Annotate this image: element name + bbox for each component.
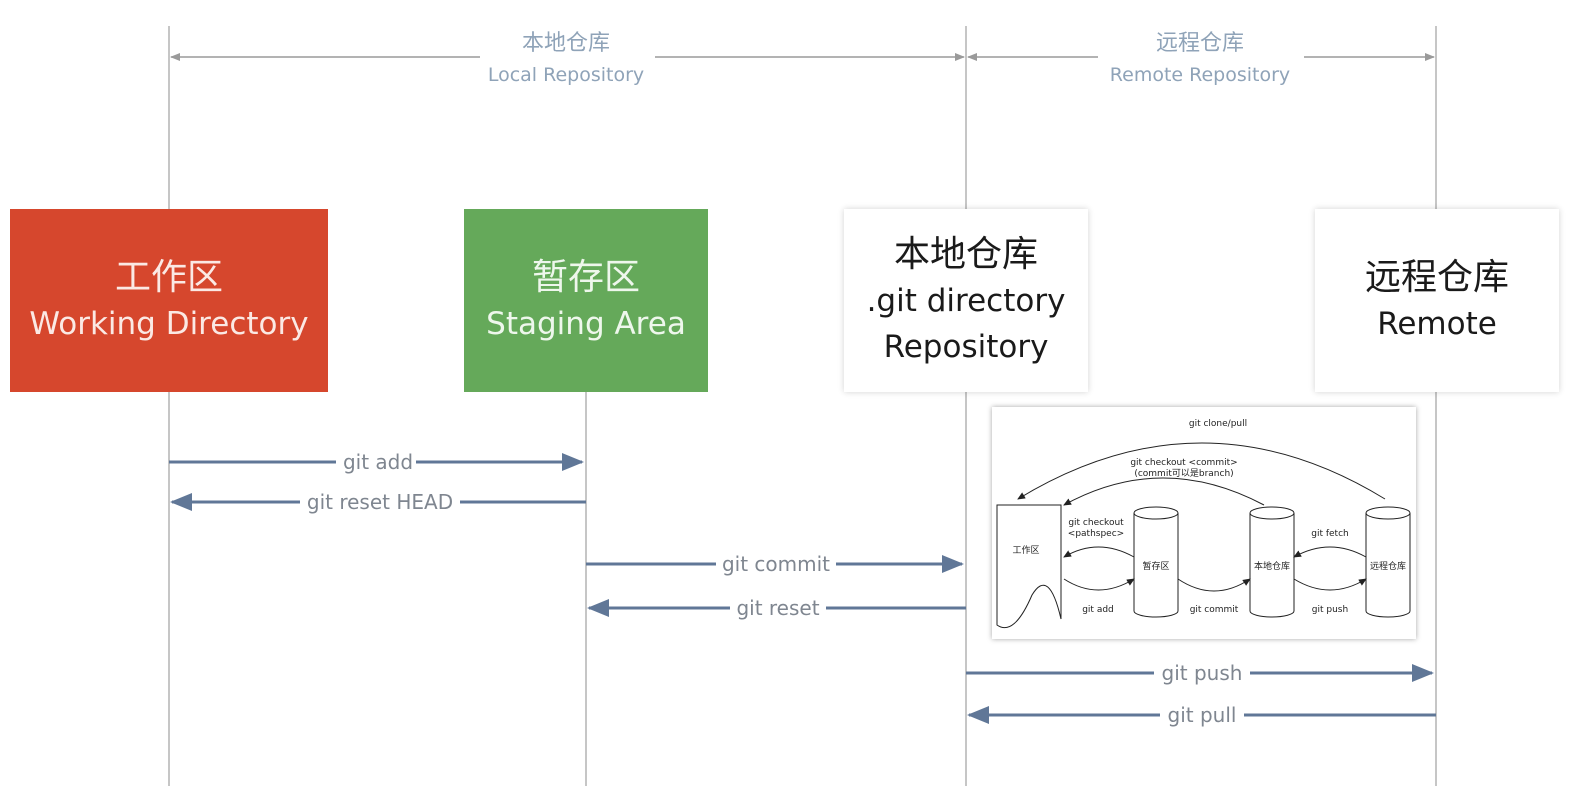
staging-area-title-en: Staging Area — [486, 305, 686, 342]
inset-commit-label: git commit — [1190, 605, 1239, 615]
git-reset-head-label: git reset HEAD — [307, 490, 453, 514]
inset-checkout-commit-label-1: git checkout <commit> — [1130, 458, 1237, 468]
remote-title-en: Remote — [1377, 305, 1497, 342]
staging-area-title-zh: 暂存区 — [531, 256, 640, 298]
inset-push-label: git push — [1312, 605, 1348, 615]
inset-add-arrow — [1063, 578, 1135, 591]
inset-fetch-arrow — [1293, 546, 1367, 558]
inset-checkout-path-label-1: git checkout — [1068, 518, 1124, 528]
inset-checkout-path-label-2: <pathspec> — [1068, 529, 1124, 539]
staging-area-box: 暂存区 Staging Area — [464, 209, 708, 392]
inset-local-label: 本地仓库 — [1254, 560, 1290, 572]
inset-push-arrow — [1293, 578, 1367, 591]
local-repository-git-dir: .git directory — [866, 282, 1066, 319]
local-repo-header-zh: 本地仓库 — [522, 31, 610, 56]
local-repository-title-en: Repository — [883, 328, 1049, 365]
git-commit-label: git commit — [722, 552, 830, 576]
inset-stage-cylinder — [1133, 506, 1179, 618]
remote-repo-header-zh: 远程仓库 — [1156, 31, 1244, 56]
git-workflow-inset-diagram: git clone/pull git checkout <commit> (co… — [992, 407, 1416, 639]
remote-repo-header-en: Remote Repository — [1110, 64, 1290, 86]
working-directory-box: 工作区 Working Directory — [10, 209, 328, 392]
inset-remote-label: 远程仓库 — [1370, 560, 1406, 572]
inset-stage-label: 暂存区 — [1142, 560, 1169, 572]
checkout-commit-arc — [1063, 477, 1265, 506]
working-directory-title-zh: 工作区 — [114, 256, 223, 298]
local-repo-header-en: Local Repository — [488, 64, 644, 86]
inset-fetch-label: git fetch — [1311, 529, 1349, 539]
inset-checkout-commit-label-2: (commit可以是branch) — [1134, 468, 1233, 479]
local-repository-box: 本地仓库 .git directory Repository — [844, 209, 1088, 392]
git-reset-label: git reset — [736, 596, 819, 620]
inset-remote-cylinder — [1365, 506, 1411, 618]
remote-box: 远程仓库 Remote — [1315, 209, 1559, 392]
inset-local-cylinder — [1249, 506, 1295, 618]
git-pull-label: git pull — [1168, 703, 1237, 727]
inset-commit-arrow — [1177, 578, 1251, 592]
inset-work-shape — [996, 504, 1062, 629]
clone-pull-arc — [1017, 442, 1386, 500]
inset-clone-pull-label: git clone/pull — [1189, 419, 1247, 429]
inset-canvas: git clone/pull git checkout <commit> (co… — [996, 419, 1411, 629]
git-push-label: git push — [1162, 661, 1243, 685]
inset-work-label: 工作区 — [1012, 544, 1039, 556]
inset-add-label: git add — [1082, 605, 1114, 615]
git-add-label: git add — [343, 450, 413, 474]
working-directory-title-en: Working Directory — [29, 305, 309, 342]
local-repository-title-zh: 本地仓库 — [893, 233, 1038, 275]
remote-title-zh: 远程仓库 — [1364, 256, 1509, 298]
inset-checkout-path-arrow — [1063, 546, 1135, 558]
